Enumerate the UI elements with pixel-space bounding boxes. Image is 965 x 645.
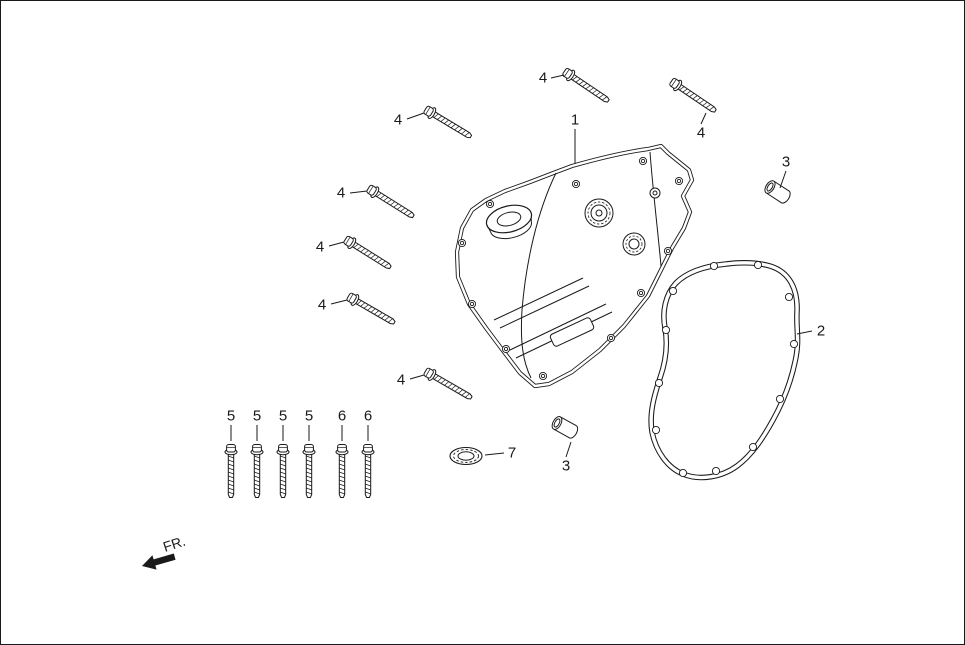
callout-part-4: 4 [318,297,326,314]
flange-bolt-part-4 [344,290,398,329]
flange-bolt-part-4 [560,65,613,107]
callout-part-5: 5 [279,408,287,425]
fr-direction-indicator: FR. [142,533,187,570]
crankcase-cover-part-1 [454,143,695,389]
callout-part-6: 6 [338,408,346,425]
flange-bolt-part-4 [364,182,418,222]
callout-part-4: 4 [697,125,705,142]
flange-bolt-part-6 [335,444,349,498]
callout-part-4: 4 [337,185,345,202]
leader-line [550,74,565,79]
leader-line [779,170,787,189]
gasket-part-2 [648,259,801,481]
leader-line [409,374,425,380]
leader-line [565,441,572,458]
fr-direction-label: FR. [161,533,187,555]
leader-lines [230,74,813,458]
callout-part-4: 4 [539,70,547,87]
callout-part-3: 3 [782,154,790,171]
leader-line [349,190,368,194]
leader-line [406,112,425,120]
callout-part-5: 5 [227,408,235,425]
callout-part-6: 6 [364,408,372,425]
callout-part-2: 2 [817,323,825,340]
leader-line [796,330,813,335]
dowel-pin-bottom-part-3 [549,414,581,441]
flange-bolt-part-4 [421,365,475,404]
gasket-bolt-holes [651,260,799,478]
flange-bolt-part-4 [341,233,395,273]
callout-part-1: 1 [571,112,579,129]
callout-part-5: 5 [305,408,313,425]
flange-bolt-part-5 [250,444,264,498]
leader-line [484,452,505,456]
callout-part-5: 5 [253,408,261,425]
flange-bolt-part-6 [361,444,375,498]
cover-bolt-holes [457,156,684,381]
flange-bolt-part-4 [421,103,475,143]
leader-line [330,299,348,305]
leader-line [700,112,707,125]
flange-bolt-part-5 [224,444,238,498]
filler-neck [485,204,533,240]
leader-line [328,241,345,247]
flange-bolt-part-5 [302,444,316,498]
fr-direction-arrow [142,553,176,570]
cover-slot [549,317,595,347]
callout-part-7: 7 [508,445,516,462]
callout-part-4: 4 [394,112,402,129]
shaft-boss [584,187,661,256]
callout-part-4: 4 [316,239,324,256]
flange-bolt-part-4 [667,75,720,117]
callout-part-4: 4 [397,372,405,389]
flange-bolt-part-5 [276,444,290,498]
callout-part-3: 3 [562,458,570,475]
lock-washer-part-7 [449,446,483,466]
dowel-pin-top-part-3 [762,178,793,206]
